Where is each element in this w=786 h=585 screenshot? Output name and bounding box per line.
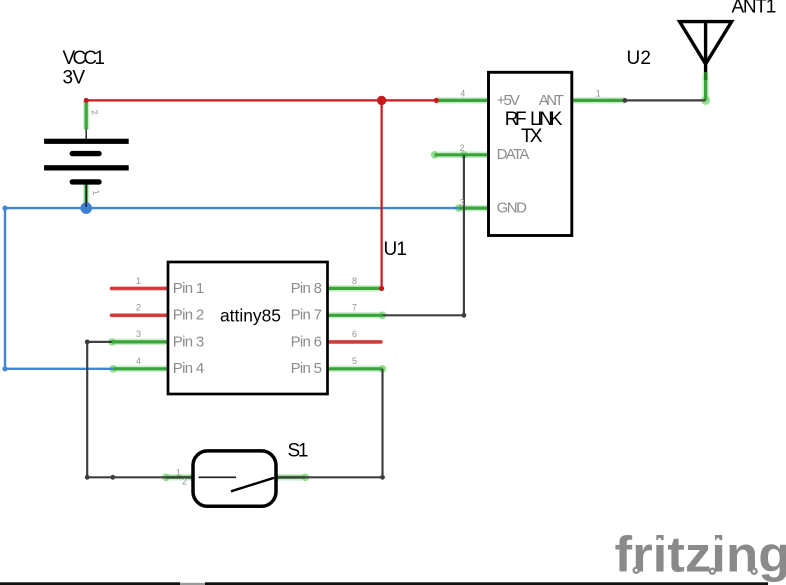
- svg-text:LINK: LINK: [530, 109, 563, 130]
- svg-text:5: 5: [352, 356, 357, 366]
- svg-text:Pin 5: Pin 5: [291, 360, 322, 377]
- svg-text:3: 3: [136, 329, 141, 339]
- svg-text:3V: 3V: [63, 67, 86, 88]
- svg-text:2: 2: [136, 303, 141, 313]
- svg-text:U2: U2: [627, 48, 652, 69]
- svg-text:Pin 7: Pin 7: [291, 307, 322, 324]
- svg-text:RF: RF: [505, 109, 527, 130]
- svg-text:1: 1: [136, 276, 141, 286]
- svg-text:7: 7: [352, 303, 357, 313]
- svg-text:TX: TX: [521, 126, 543, 147]
- svg-text:VCC1: VCC1: [63, 48, 106, 69]
- svg-text:6: 6: [352, 329, 357, 339]
- svg-text:Pin 1: Pin 1: [173, 280, 204, 297]
- svg-text:Pin 6: Pin 6: [291, 333, 322, 350]
- svg-text:Pin 3: Pin 3: [173, 333, 204, 350]
- svg-text:U1: U1: [384, 239, 408, 260]
- svg-text:ANT1: ANT1: [732, 0, 777, 18]
- svg-text:+5V: +5V: [497, 92, 520, 109]
- svg-text:4: 4: [460, 89, 465, 99]
- svg-text:ANT: ANT: [539, 92, 564, 109]
- svg-text:attiny85: attiny85: [220, 306, 281, 326]
- svg-text:fritzing: fritzing: [615, 527, 786, 583]
- svg-text:S1: S1: [288, 441, 309, 462]
- svg-text:Pin 2: Pin 2: [173, 307, 204, 324]
- svg-text:2: 2: [89, 109, 100, 116]
- svg-text:2: 2: [182, 477, 187, 487]
- svg-text:3: 3: [459, 198, 464, 208]
- svg-text:2: 2: [459, 143, 464, 153]
- svg-text:GND: GND: [497, 200, 528, 217]
- svg-text:1: 1: [176, 467, 181, 477]
- svg-text:1: 1: [91, 189, 102, 196]
- svg-text:Pin 4: Pin 4: [173, 360, 204, 377]
- svg-text:1: 1: [596, 89, 601, 99]
- svg-text:Pin 8: Pin 8: [291, 280, 322, 297]
- svg-text:8: 8: [352, 276, 357, 286]
- svg-text:4: 4: [136, 356, 141, 366]
- svg-text:DATA: DATA: [497, 146, 530, 163]
